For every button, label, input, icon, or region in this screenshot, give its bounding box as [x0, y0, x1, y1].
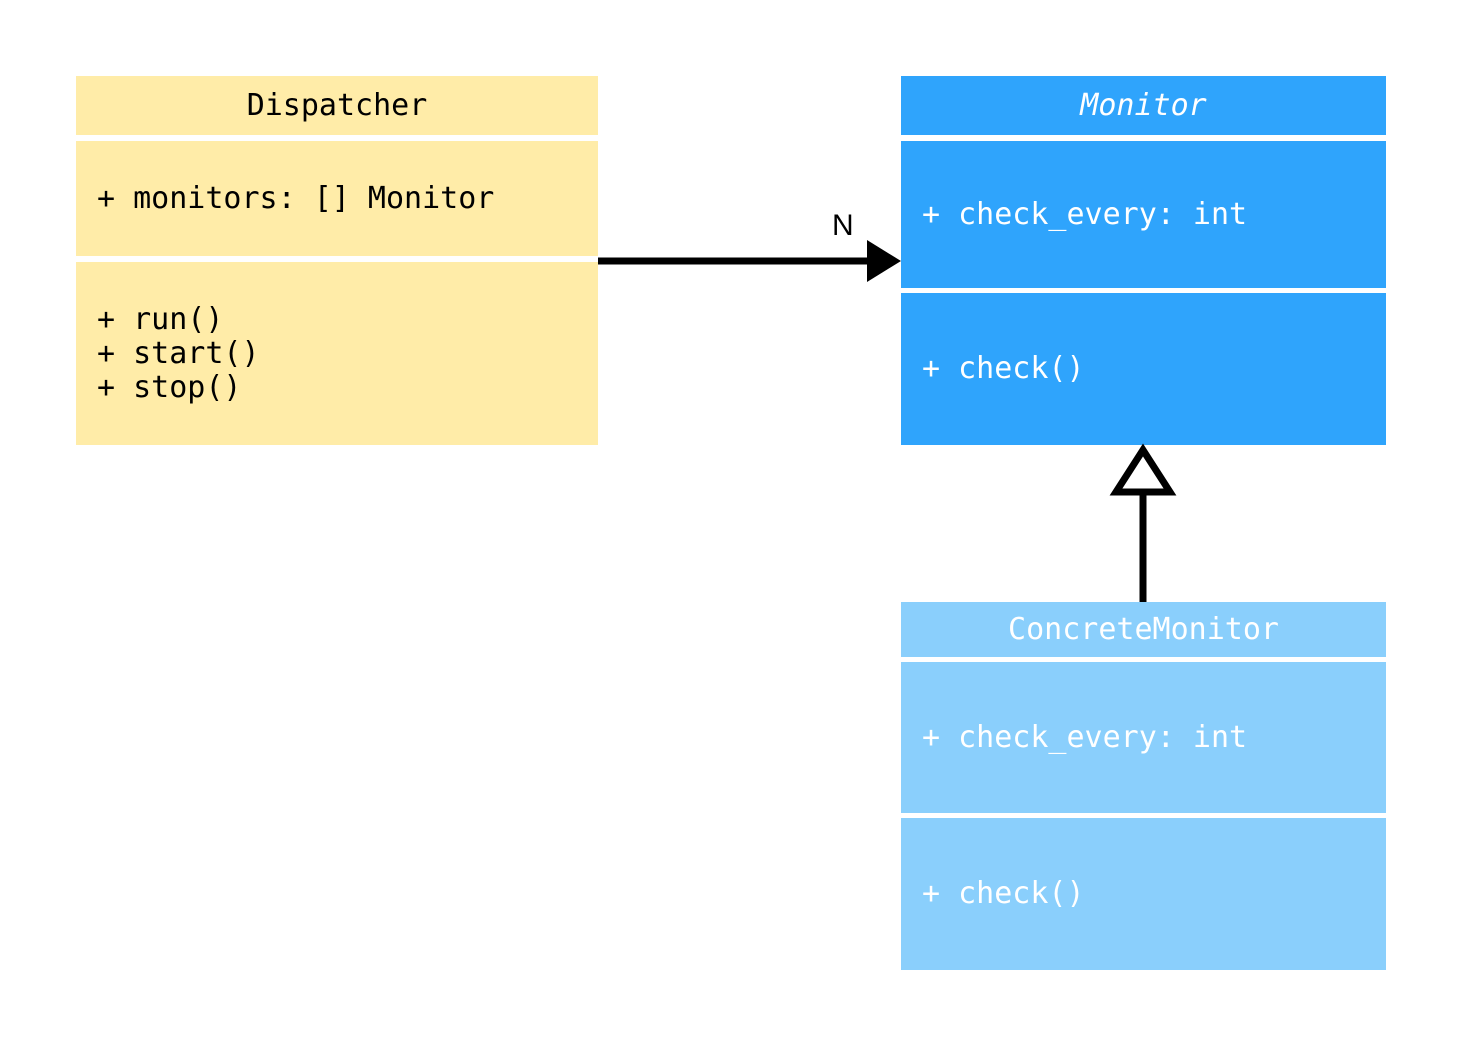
compartment-divider: [76, 135, 598, 141]
class-name-dispatcher: Dispatcher: [76, 76, 598, 135]
filled-arrowhead-icon: [867, 240, 901, 282]
compartment-divider: [76, 256, 598, 262]
compartment-divider: [901, 135, 1386, 141]
attributes-compartment-monitor: + check_every: int: [901, 141, 1386, 288]
attributes-compartment-concrete-monitor: + check_every: int: [901, 662, 1386, 813]
compartment-divider: [901, 657, 1386, 662]
class-name-monitor: Monitor: [901, 76, 1386, 135]
method-item: + run(): [97, 301, 224, 337]
class-box-concrete-monitor[interactable]: ConcreteMonitor + check_every: int + che…: [901, 602, 1386, 970]
compartment-divider: [901, 288, 1386, 293]
method-item: + stop(): [97, 369, 242, 405]
methods-compartment-dispatcher: + run() + start() + stop(): [76, 262, 598, 445]
methods-compartment-monitor: + check(): [901, 293, 1386, 445]
association-dispatcher-to-monitor: [598, 240, 901, 282]
method-item: + check(): [922, 876, 1085, 911]
attributes-compartment-dispatcher: + monitors: [] Monitor: [76, 141, 598, 256]
class-box-monitor[interactable]: Monitor + check_every: int + check(): [901, 76, 1386, 445]
methods-compartment-concrete-monitor: + check(): [901, 818, 1386, 970]
class-box-dispatcher[interactable]: Dispatcher + monitors: [] Monitor + run(…: [76, 76, 598, 445]
attribute-item: + monitors: [] Monitor: [97, 180, 495, 216]
class-name-concrete-monitor: ConcreteMonitor: [901, 602, 1386, 657]
method-item: + check(): [922, 351, 1085, 386]
association-multiplicity-label: N: [832, 209, 854, 242]
generalization-concrete-monitor-to-monitor: [1109, 443, 1177, 602]
hollow-triangle-arrowhead-icon: [1109, 443, 1177, 496]
method-item: + start(): [97, 335, 260, 371]
attribute-item: + check_every: int: [922, 719, 1248, 755]
attribute-item: + check_every: int: [922, 196, 1248, 232]
compartment-divider: [901, 813, 1386, 818]
